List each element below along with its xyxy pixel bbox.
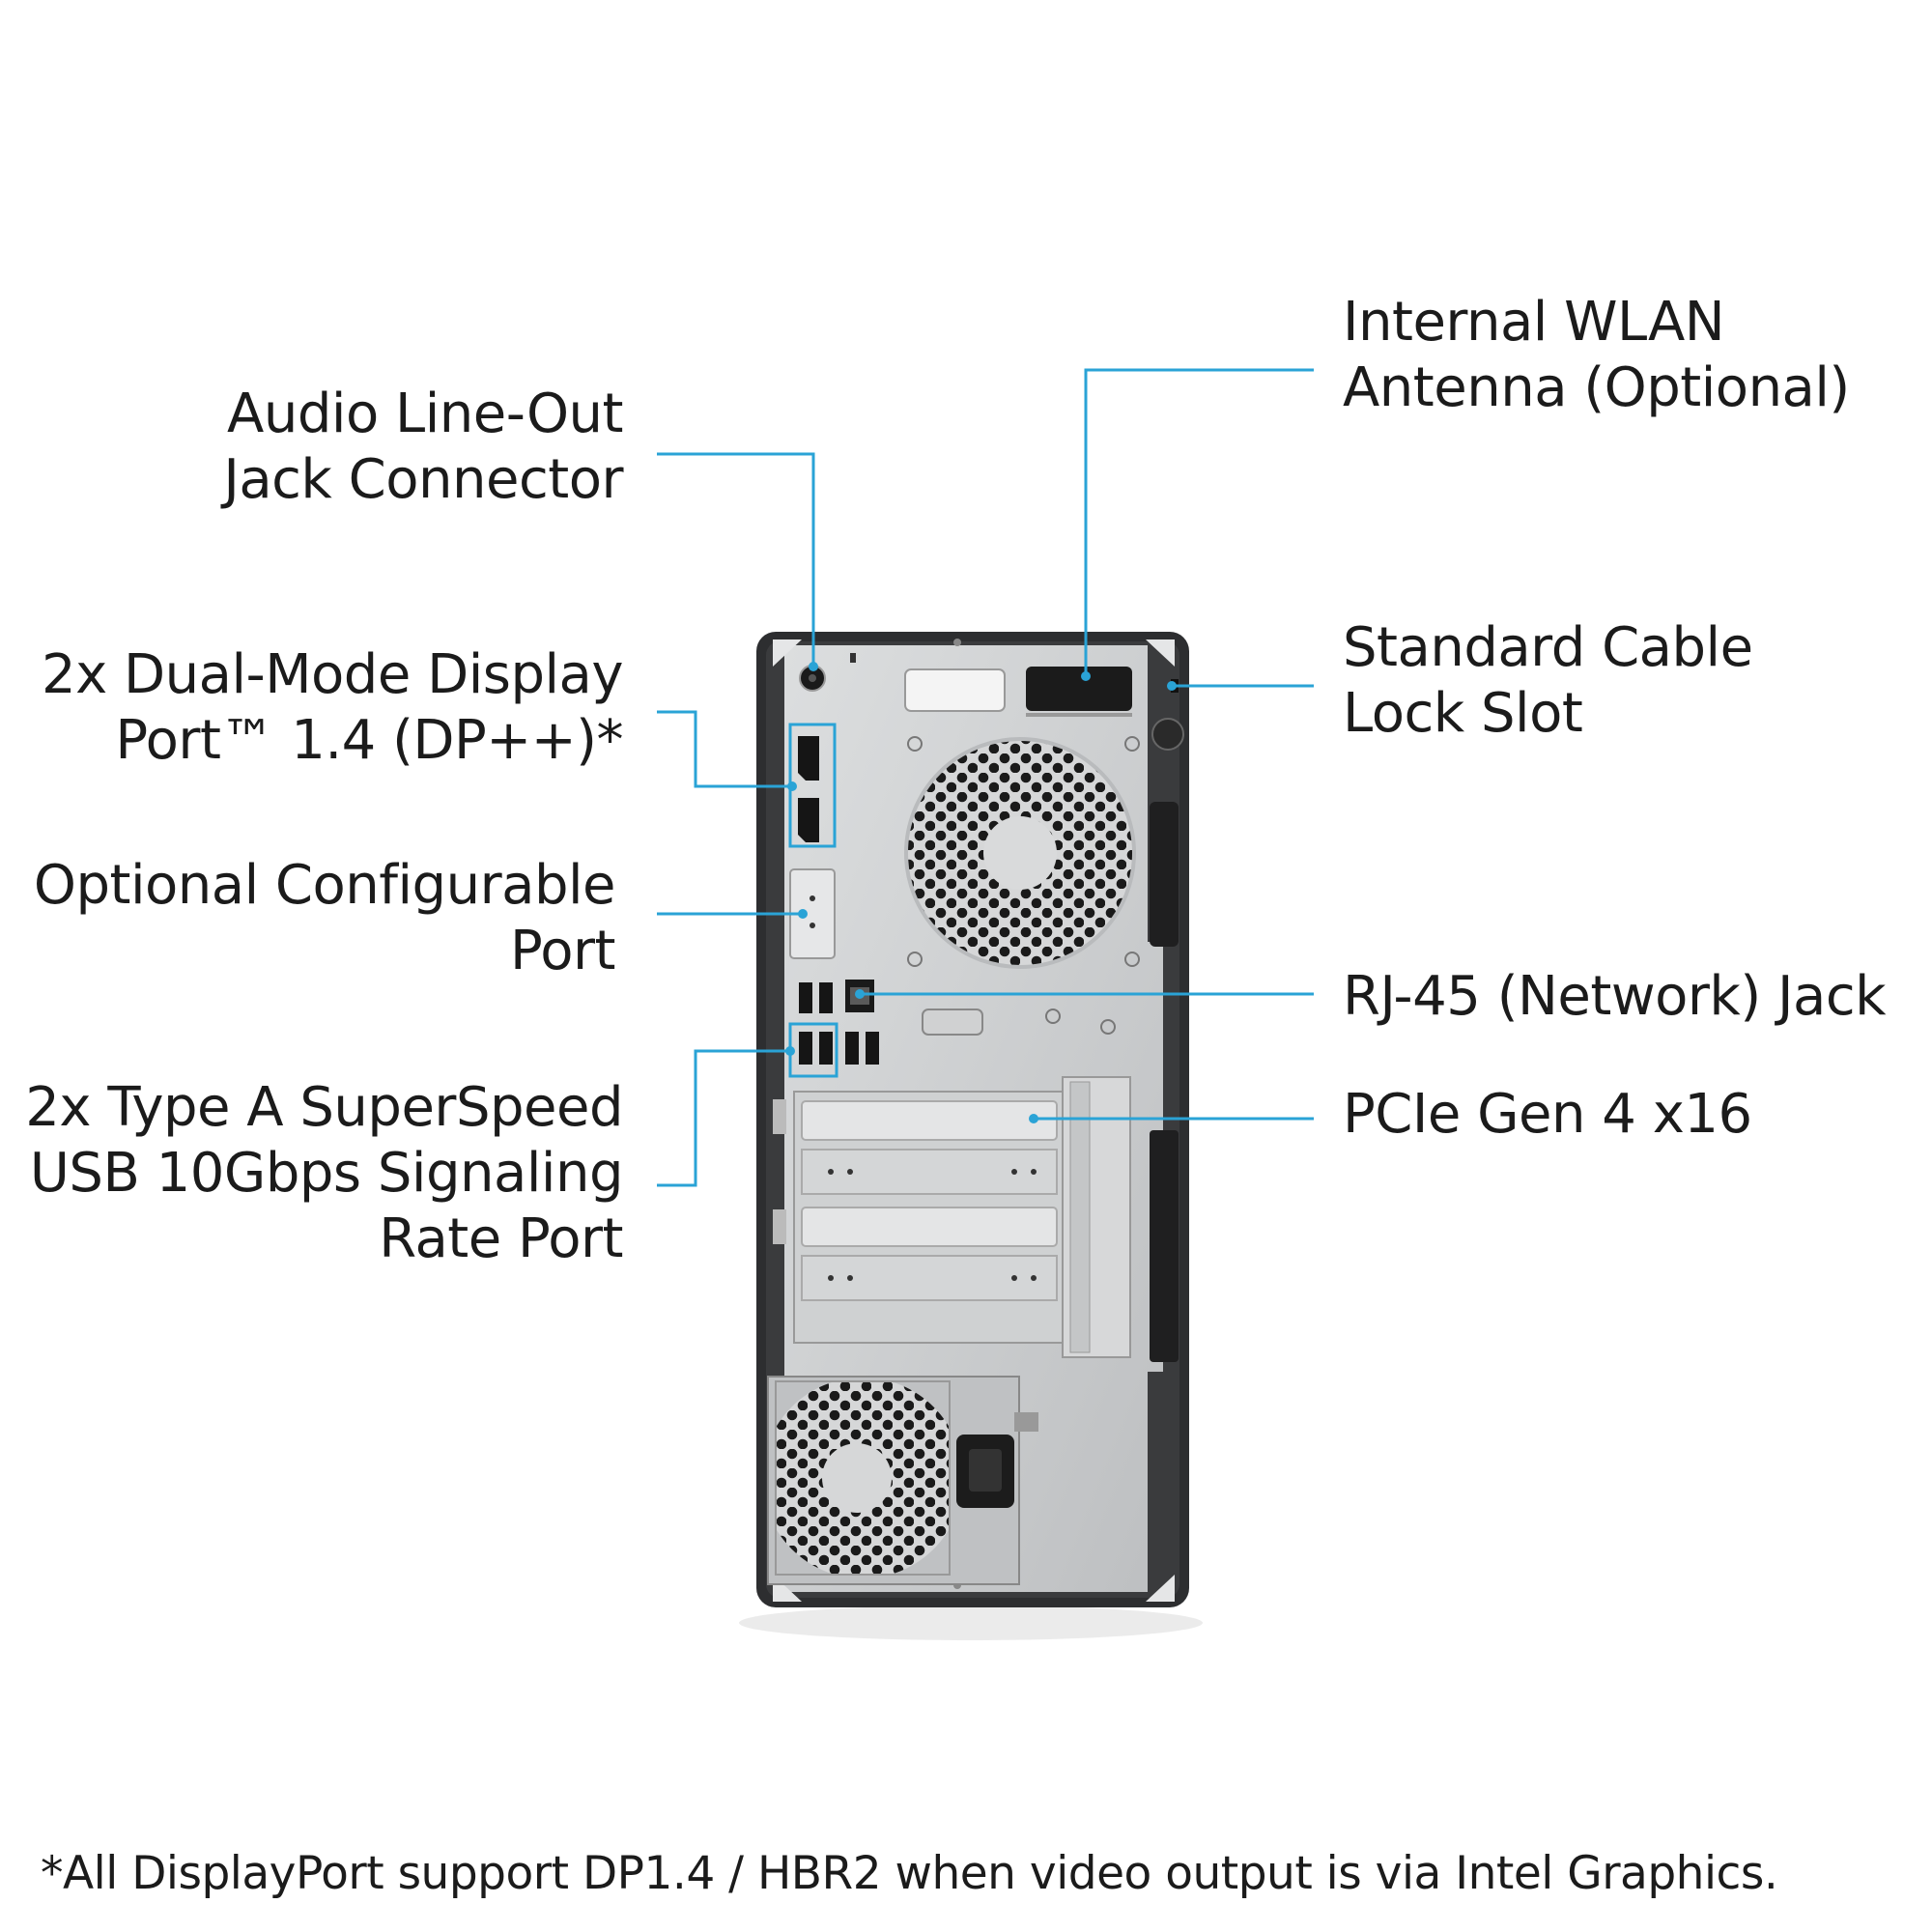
usb-10gbps-port	[819, 1032, 833, 1065]
wlan-label-line-2: Antenna (Optional)	[1343, 356, 1850, 419]
configurable-port-label: Optional Configurable Port	[33, 853, 616, 984]
audio-label-line-1: Audio Line-Out	[227, 383, 623, 445]
usb-port	[845, 1032, 859, 1065]
usb-label-line-1: 2x Type A SuperSpeed	[25, 1076, 623, 1139]
wlan-callout-line	[1084, 368, 1314, 676]
usb-label-line-2: USB 10Gbps Signaling	[29, 1142, 624, 1205]
pcie-label-line-1: PCIe Gen 4 x16	[1343, 1083, 1752, 1146]
usb-10gbps-port	[799, 1032, 812, 1065]
usb-port	[819, 982, 833, 1013]
configurable-label-line-2: Port	[509, 920, 616, 982]
displayport-label-line-2: Port™ 1.4 (DP++)*	[115, 709, 623, 772]
displayport-label-line-1: 2x Dual-Mode Display	[41, 643, 624, 706]
pcie-label: PCIe Gen 4 x16	[1343, 1082, 1752, 1148]
audio-callout-line	[657, 452, 815, 667]
lock-label-line-2: Lock Slot	[1343, 682, 1583, 745]
audio-jack-label: Audio Line-Out Jack Connector	[223, 382, 623, 513]
displayport-2	[798, 798, 819, 842]
footnote: *All DisplayPort support DP1.4 / HBR2 wh…	[41, 1847, 1778, 1900]
usb-label-line-3: Rate Port	[379, 1208, 623, 1270]
tower-shadow	[739, 1605, 1203, 1640]
side-handle	[1150, 802, 1179, 947]
wlan-antenna	[1026, 667, 1132, 711]
configurable-label-line-1: Optional Configurable	[33, 854, 616, 917]
usb-callout-line	[657, 1049, 790, 1187]
rj45-label-line-1: RJ-45 (Network) Jack	[1343, 965, 1887, 1028]
displayport-1	[798, 736, 819, 781]
audio-label-line-2: Jack Connector	[223, 448, 623, 511]
wlan-antenna-label: Internal WLAN Antenna (Optional)	[1343, 290, 1850, 421]
callout-lines	[657, 368, 1314, 1187]
rj45-label: RJ-45 (Network) Jack	[1343, 964, 1887, 1030]
usb-port	[799, 982, 812, 1013]
displayport-label: 2x Dual-Mode Display Port™ 1.4 (DP++)*	[41, 642, 624, 774]
cable-lock-label: Standard Cable Lock Slot	[1343, 615, 1753, 747]
wlan-label-line-1: Internal WLAN	[1343, 291, 1725, 354]
lock-label-line-1: Standard Cable	[1343, 616, 1753, 679]
displayport-callout-line	[657, 710, 792, 788]
usb-port	[866, 1032, 879, 1065]
usb-10gbps-label: 2x Type A SuperSpeed USB 10Gbps Signalin…	[25, 1075, 623, 1272]
